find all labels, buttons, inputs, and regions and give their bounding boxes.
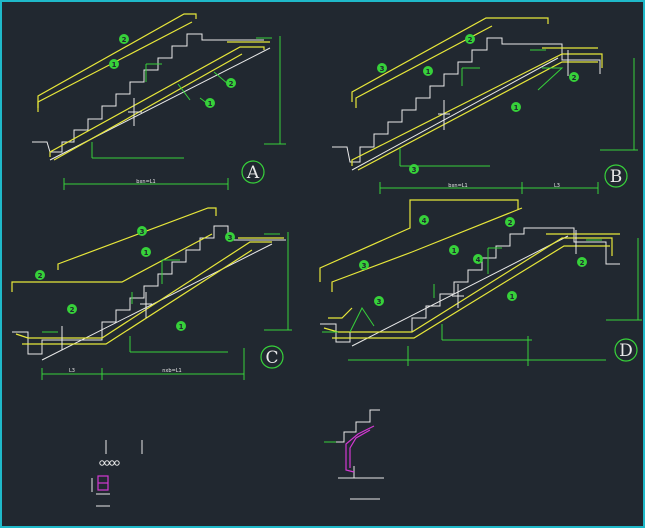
svg-text:2: 2 xyxy=(468,36,473,44)
slab-underside-d xyxy=(351,235,569,347)
section-detail-center xyxy=(324,409,384,500)
panel-label-c: C xyxy=(260,345,284,369)
bar-mark-d-4: 3 xyxy=(359,260,369,270)
panel-b: 3 2 1 2 1 3 bxn=L1 L3 B xyxy=(332,17,638,194)
svg-text:1: 1 xyxy=(208,100,213,108)
dim-label-b2: L3 xyxy=(554,183,560,189)
svg-text:4: 4 xyxy=(422,217,427,225)
bar-mark-d-7: 1 xyxy=(507,291,517,301)
rebar-d-2 xyxy=(331,207,523,292)
bar-mark-c-5: 2 xyxy=(67,304,77,314)
bar-mark-a-1: 2 xyxy=(119,34,129,44)
dim-label-c1: L3 xyxy=(69,368,75,374)
svg-text:2: 2 xyxy=(580,259,585,267)
bar-mark-b-3: 1 xyxy=(423,66,433,76)
rebar-b-main xyxy=(351,53,603,166)
rebar-d-main xyxy=(323,237,613,333)
bend-detail-d xyxy=(349,307,375,333)
bar-mark-c-3: 2 xyxy=(35,270,45,280)
stair-outline-b xyxy=(332,37,601,163)
panel-label-d: D xyxy=(614,338,638,362)
bar-mark-d-2: 2 xyxy=(505,217,515,227)
svg-text:3: 3 xyxy=(362,262,367,270)
svg-text:3: 3 xyxy=(412,166,417,174)
dim-label-c2: nxb=L1 xyxy=(162,368,181,374)
rebar-dot xyxy=(99,460,105,466)
step-outline-detail xyxy=(332,409,380,443)
svg-text:1: 1 xyxy=(112,61,117,69)
svg-text:B: B xyxy=(610,167,623,187)
section-detail-left xyxy=(91,440,143,507)
svg-text:4: 4 xyxy=(476,256,481,264)
bend-detail-b xyxy=(537,67,564,91)
rebar-d-4 xyxy=(319,199,519,282)
svg-text:1: 1 xyxy=(514,104,519,112)
rebar-b-main2 xyxy=(357,61,598,171)
stair-outline-d xyxy=(320,227,620,343)
bar-mark-d-3: 1 xyxy=(449,245,459,255)
dim-label-b1: bxn=L1 xyxy=(448,183,467,189)
rebar-b-2 xyxy=(355,25,493,108)
rebar-c-main2 xyxy=(22,249,253,345)
svg-text:C: C xyxy=(265,348,278,368)
svg-text:2: 2 xyxy=(229,80,234,88)
rebar-b-3 xyxy=(351,17,549,102)
bar-mark-a-4: 1 xyxy=(205,98,215,108)
svg-text:1: 1 xyxy=(452,247,457,255)
svg-text:2: 2 xyxy=(508,219,513,227)
bar-mark-b-5: 1 xyxy=(511,102,521,112)
svg-text:1: 1 xyxy=(426,68,431,76)
rebar-a-main2 xyxy=(53,53,243,161)
panel-c: 3 1 2 3 2 1 L3 nxb=L1 C xyxy=(11,207,292,380)
bar-mark-a-2: 1 xyxy=(109,59,119,69)
svg-text:1: 1 xyxy=(144,249,149,257)
bar-mark-c-4: 3 xyxy=(225,232,235,242)
rebar-bend-detail xyxy=(345,425,375,473)
bar-mark-a-3: 2 xyxy=(226,78,236,88)
svg-text:2: 2 xyxy=(572,74,577,82)
panel-d: 4 2 1 3 4 2 1 3 xyxy=(319,199,642,366)
dim-label-a: bxn=L1 xyxy=(136,179,155,185)
svg-text:3: 3 xyxy=(228,234,233,242)
panel-label-a: A xyxy=(241,160,265,184)
bar-mark-d-5: 4 xyxy=(473,254,483,264)
rebar-d-3 xyxy=(328,307,353,319)
panel-label-b: B xyxy=(604,164,628,188)
panel-a: 2 1 2 1 bxn=L1 A xyxy=(32,13,286,190)
bar-mark-d-6: 2 xyxy=(577,257,587,267)
svg-text:1: 1 xyxy=(510,293,515,301)
svg-text:2: 2 xyxy=(70,306,75,314)
rebar-a-2 xyxy=(37,13,197,108)
bar-mark-c-6: 1 xyxy=(176,321,186,331)
svg-text:3: 3 xyxy=(377,298,382,306)
bar-mark-c-2: 1 xyxy=(141,247,151,257)
bar-mark-b-4: 2 xyxy=(569,72,579,82)
svg-text:2: 2 xyxy=(38,272,43,280)
rebar-c-3 xyxy=(57,207,217,270)
svg-text:2: 2 xyxy=(122,36,127,44)
bar-mark-b-2: 2 xyxy=(465,34,475,44)
rebar-c-1 xyxy=(11,233,213,292)
bar-mark-d-8: 3 xyxy=(374,296,384,306)
svg-text:D: D xyxy=(619,341,633,361)
bar-mark-b-1: 3 xyxy=(377,63,387,73)
svg-text:3: 3 xyxy=(380,65,385,73)
bar-mark-c-1: 3 xyxy=(137,226,147,236)
rebar-a-main xyxy=(49,46,265,157)
rebar-a-1 xyxy=(37,21,193,112)
svg-text:1: 1 xyxy=(179,323,184,331)
bar-mark-d-1: 4 xyxy=(419,215,429,225)
rebar-d-main2 xyxy=(332,245,610,339)
svg-text:A: A xyxy=(246,163,260,183)
bar-mark-b-6: 3 xyxy=(409,164,419,174)
slab-underside-b xyxy=(351,57,559,171)
svg-text:3: 3 xyxy=(140,228,145,236)
stair-outline-a xyxy=(32,33,264,153)
rebar-c-main xyxy=(15,241,272,339)
